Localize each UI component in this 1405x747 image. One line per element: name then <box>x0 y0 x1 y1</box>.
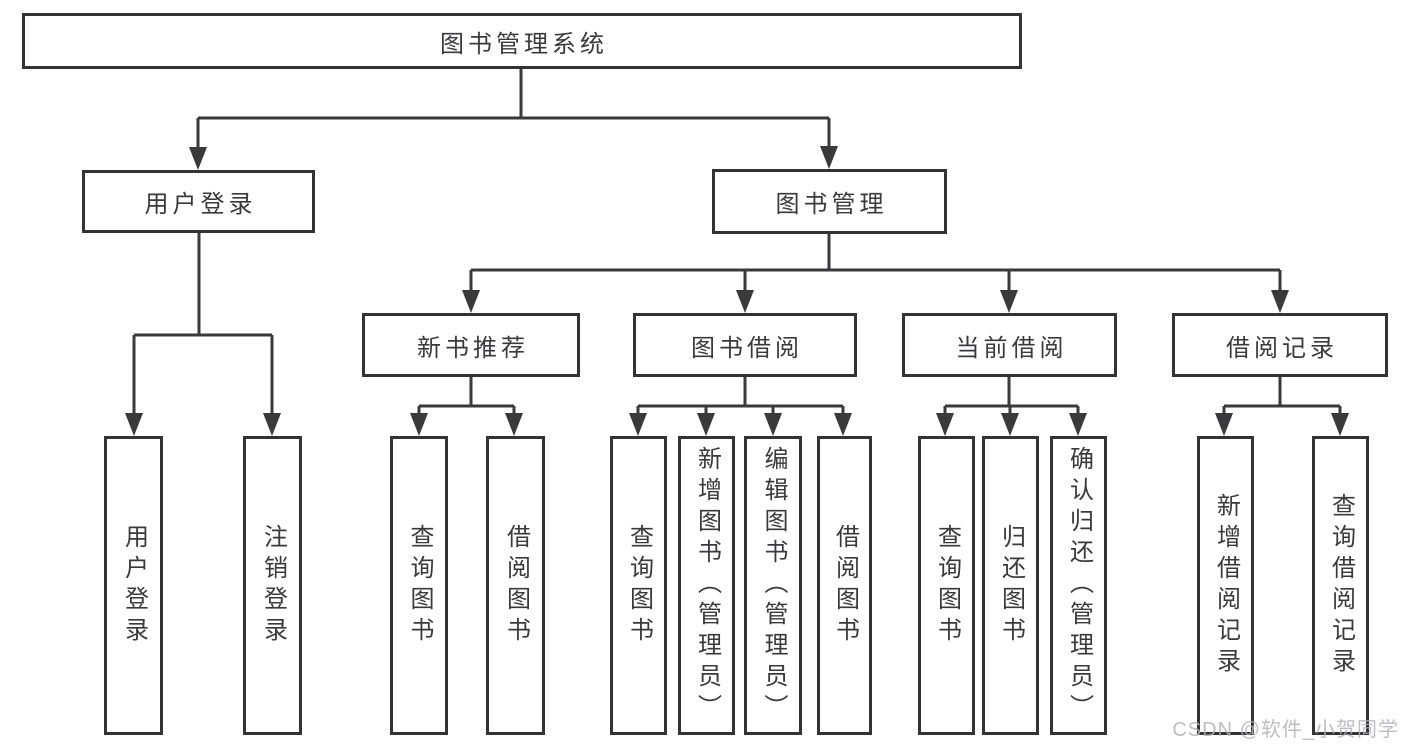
node-leaf-borrow-books: 借阅图书 <box>817 436 872 735</box>
node-label: 借阅图书 <box>502 523 530 648</box>
node-leaf-return-books: 归还图书 <box>982 436 1039 735</box>
node-label: 查询借阅记录 <box>1327 492 1355 679</box>
node-leaf-logout: 注销登录 <box>243 436 302 735</box>
node-label: 查询图书 <box>625 523 653 648</box>
node-label: 新书推荐 <box>417 334 529 362</box>
node-label: 新增借阅记录 <box>1212 492 1240 679</box>
node-root-system: 图书管理系统 <box>22 13 1022 69</box>
node-borrowing-records: 借阅记录 <box>1172 313 1388 377</box>
node-label: 图书管理 <box>775 191 888 218</box>
node-label: 用户登录 <box>144 191 257 218</box>
node-label: 图书管理系统 <box>440 30 608 58</box>
node-label: 新增图书（管理员） <box>693 446 721 725</box>
node-leaf-add-books-admin: 新增图书（管理员） <box>678 436 735 735</box>
node-label: 用户登录 <box>120 523 148 648</box>
node-leaf-edit-books-admin: 编辑图书（管理员） <box>744 436 802 735</box>
node-book-management-branch: 图书管理 <box>712 169 947 234</box>
node-leaf-user-login: 用户登录 <box>104 436 163 735</box>
node-label: 确认归还（管理员） <box>1065 446 1093 725</box>
node-label: 借阅图书 <box>831 523 859 648</box>
node-label: 注销登录 <box>259 523 287 648</box>
node-current-borrowing: 当前借阅 <box>902 313 1117 377</box>
node-user-login-branch: 用户登录 <box>82 170 315 233</box>
node-leaf-add-borrow-record: 新增借阅记录 <box>1197 436 1254 735</box>
node-label: 查询图书 <box>406 523 433 648</box>
node-label: 归还图书 <box>997 523 1025 648</box>
node-new-book-recommendation: 新书推荐 <box>362 313 580 377</box>
node-leaf-query-books-recommend: 查询图书 <box>390 436 448 735</box>
node-label: 查询图书 <box>933 523 961 648</box>
node-leaf-query-books-borrowing: 查询图书 <box>610 436 667 735</box>
arrowheads <box>125 146 1349 436</box>
node-leaf-query-books-current: 查询图书 <box>918 436 975 735</box>
csdn-watermark: CSDN @软件_小贺同学 <box>1172 719 1399 741</box>
node-label: 图书借阅 <box>691 334 803 362</box>
node-label: 当前借阅 <box>955 334 1068 362</box>
node-label: 借阅记录 <box>1226 334 1338 362</box>
node-leaf-query-borrow-record: 查询借阅记录 <box>1312 436 1369 735</box>
node-label: 编辑图书（管理员） <box>760 446 787 725</box>
node-leaf-confirm-return-admin: 确认归还（管理员） <box>1050 436 1107 735</box>
node-leaf-borrow-books-recommend: 借阅图书 <box>486 436 545 735</box>
node-book-borrowing: 图书借阅 <box>633 313 857 377</box>
